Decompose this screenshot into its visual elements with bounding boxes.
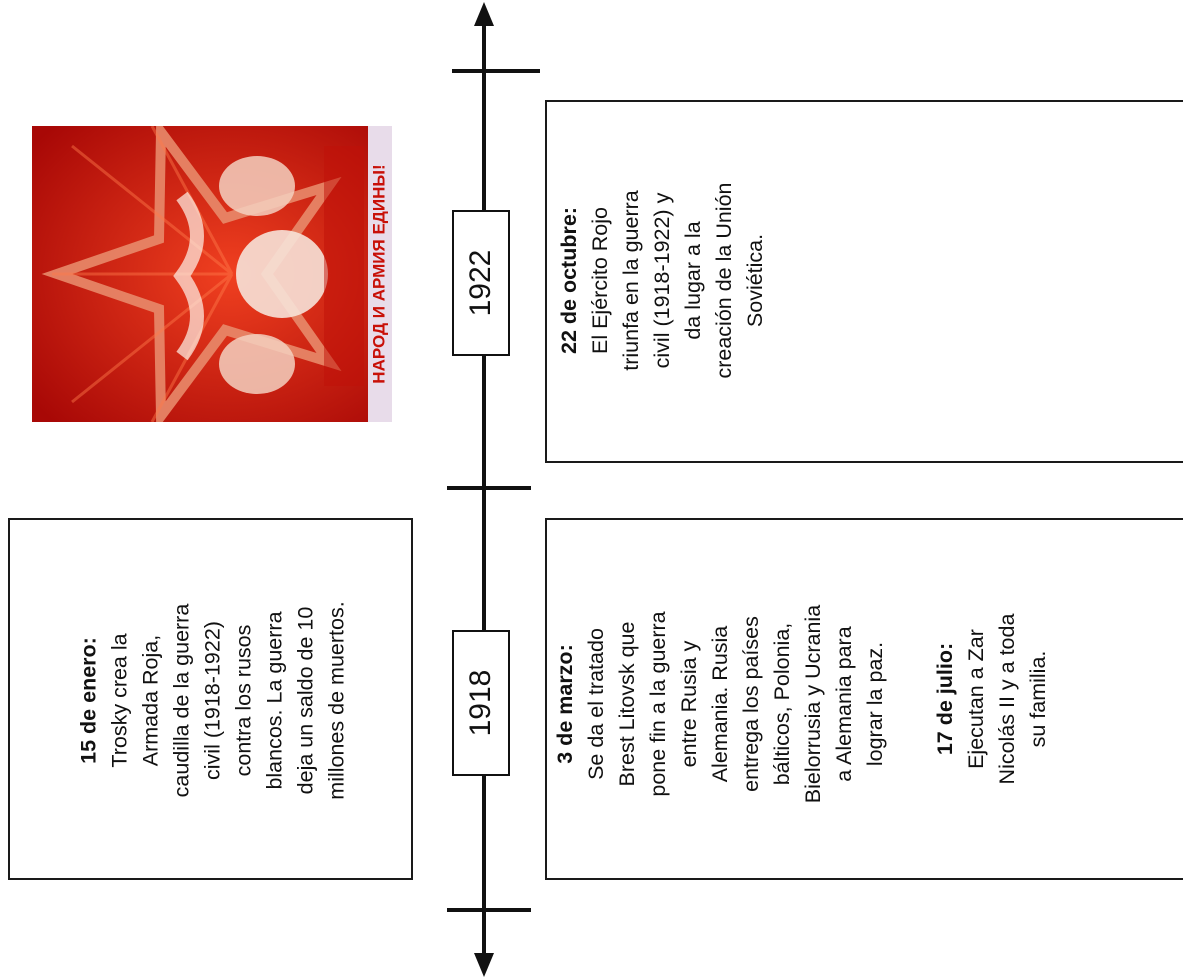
event-text-line: Ejecutan a Zar [964, 629, 988, 769]
event-date: 17 de julio: [933, 642, 957, 756]
event-text-line: Bielorrusia y Ucrania [801, 604, 825, 804]
event-date: 15 de enero: [76, 637, 101, 764]
year-marker-1918: 1918 [452, 630, 510, 776]
event-box-jan-1918: 15 de enero: Trosky crea la Armada Roja,… [8, 518, 413, 880]
event-text-line: caudilla de la guerra [169, 603, 194, 798]
event-text-line: Trosky crea la [107, 633, 132, 768]
event-text-line: deja un saldo de 10 [293, 606, 318, 795]
event-text-line: Armada Roja, [138, 634, 163, 767]
axis-arrow-top [474, 2, 494, 26]
event-text-line: lograr la paz. [863, 641, 887, 767]
poster-caption: НАРОД И АРМИЯ ЕДИНЫ! [369, 164, 388, 383]
event-text-line: entre Rusia y [677, 640, 701, 768]
year-label-1918: 1918 [464, 669, 497, 737]
poster-figure-bottom [219, 334, 295, 394]
year-label-1922: 1922 [464, 249, 497, 317]
event-text-line: Se da el tratado [584, 628, 608, 780]
event-entry-jul-1918: 17 de julio: Ejecutan a Zar Nicolás II y… [930, 520, 1070, 878]
event-text-line: su familia. [1026, 650, 1050, 748]
event-text-line: da lugar a la [681, 221, 705, 340]
event-text-line: civil (1918-1922) y [650, 192, 674, 369]
event-box-mar-jul-1918: 3 de marzo: Se da el tratado Brest Litov… [545, 518, 1183, 880]
event-text-line: El Ejército Rojo [588, 207, 612, 354]
event-date: 22 de octubre: [557, 207, 581, 354]
event-text-line: Brest Litovsk que [615, 621, 639, 787]
event-text-line: a Alemania para [832, 626, 856, 782]
event-text-line: Alemania. Rusia [708, 625, 732, 783]
event-text-line: contra los rusos [231, 624, 256, 777]
year-marker-1922: 1922 [452, 210, 510, 356]
event-text-line: triunfa en la guerra [619, 190, 643, 371]
event-text-line: creación de la Unión [712, 182, 736, 379]
event-text-line: entrega los países [739, 616, 763, 792]
event-text-line: blancos. La guerra [262, 611, 287, 790]
poster-figure-top [219, 156, 295, 216]
event-text-line: pone fin a la guerra [646, 611, 670, 797]
event-text-line: bálticos, Polonia, [770, 622, 794, 786]
poster-figure-center [236, 230, 328, 318]
event-text-line: Soviética. [743, 233, 767, 328]
event-text-line: civil (1918-1922) [200, 621, 225, 780]
event-text-line: Nicolás II y a toda [995, 613, 1019, 785]
event-text-line: millones de muertos. [324, 601, 349, 800]
event-box-oct-1922: 22 de octubre: El Ejército Rojo triunfa … [545, 100, 1183, 463]
event-date: 3 de marzo: [553, 644, 577, 764]
axis-arrow-bottom [474, 953, 494, 977]
soviet-poster-image: НАРОД И АРМИЯ ЕДИНЫ! [32, 126, 392, 422]
